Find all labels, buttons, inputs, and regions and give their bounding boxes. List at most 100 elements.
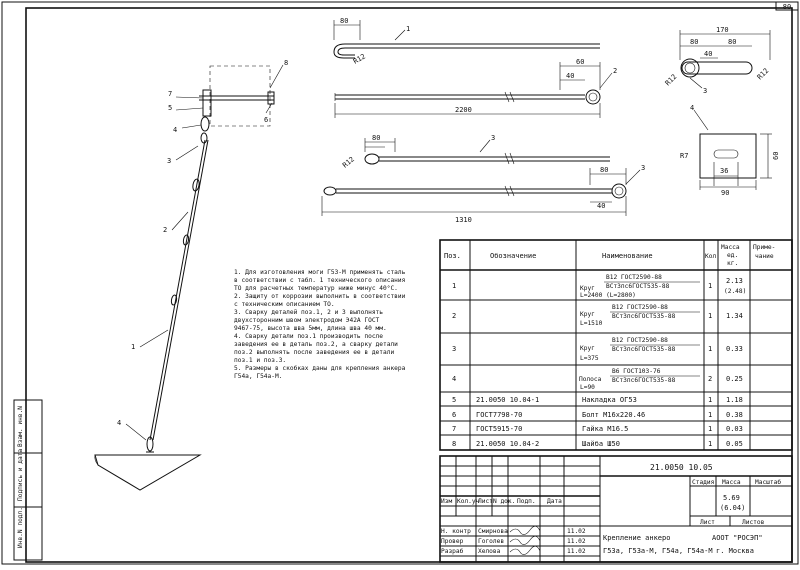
bom-row-2-sub: L=1510 xyxy=(580,320,603,327)
bom-row-8-mass: 0.05 xyxy=(726,440,743,448)
bom-row-5-designation: 21.0050 10.04-1 xyxy=(476,396,539,404)
part-2-view: 2200 60 40 2 xyxy=(334,58,617,118)
bom-row-1-qty: 1 xyxy=(708,282,712,290)
tb-col-doc: N док. xyxy=(493,498,515,505)
bom-row-4-pos: 4 xyxy=(452,375,456,383)
part-3-label-top: 3 xyxy=(491,134,495,142)
bom-row-5-pos: 5 xyxy=(452,396,456,404)
bom-row-6-mass: 0.38 xyxy=(726,411,743,419)
part-2-length: 2200 xyxy=(455,106,472,114)
part-1-label: 1 xyxy=(406,25,410,33)
assembly-label-7: 7 xyxy=(168,90,172,98)
org-city: г. Москва xyxy=(716,547,754,555)
eye-detail-view: 170 80 80 40 R12 R12 3 xyxy=(664,26,771,95)
part-3-dim-80: 80 xyxy=(600,166,608,174)
sheet-number: 80 xyxy=(783,3,791,11)
part-1-radius: R12 xyxy=(352,52,367,65)
note-line-8: 9467-75, высота шва 5мм, длина шва 40 мм… xyxy=(234,325,387,332)
stage-label: Стадия xyxy=(692,479,714,486)
note-line-3: ТО для расчетных температур ниже минус 4… xyxy=(234,284,398,292)
bom-header-note-2: чание xyxy=(755,253,774,260)
bom-header-note-1: Приме- xyxy=(753,244,775,251)
bom-row-3-sub: L=375 xyxy=(580,355,599,362)
note-line-10: заведения ее в деталь поз.2, а сварку де… xyxy=(234,341,398,348)
org-name: АООТ "РОСЭП" xyxy=(712,534,763,542)
bom-row-7-mass: 0.03 xyxy=(726,425,743,433)
bom-header-mass-2: ед. xyxy=(727,252,738,259)
signature-1 xyxy=(509,525,541,535)
sheets-label: Листов xyxy=(742,519,765,526)
sheet-label: Лист xyxy=(700,519,715,526)
tb-col-sign: Подп. xyxy=(517,498,536,505)
assembly-label-4-bottom: 4 xyxy=(117,419,121,427)
tb-role-norm: Н. контр xyxy=(441,528,471,535)
bom-header-mass-3: кг. xyxy=(727,260,738,267)
note-line-11: поз.2 выполнять после заведения ее в дет… xyxy=(234,349,394,356)
bom-row-7-qty: 1 xyxy=(708,425,712,433)
drawing-frame xyxy=(25,7,793,563)
bom-row-3-pos: 3 xyxy=(452,345,456,353)
bom-header-pos: Поз. xyxy=(444,252,461,260)
left-side-stamp: Инв.N подл. Подпись и дата Взам. инв.N xyxy=(13,399,43,561)
bom-row-4-prefix: Полоса xyxy=(579,376,602,383)
bom-row-1-prefix: Круг xyxy=(580,285,595,292)
assembly-view: 8 7 5 6 4 3 2 1 4 xyxy=(94,59,288,491)
mass-label: Масса xyxy=(722,479,741,486)
bom-row-5-qty: 1 xyxy=(708,396,712,404)
tb-date-1: 11.02 xyxy=(567,528,586,535)
eye-label: 3 xyxy=(703,87,707,95)
bom-row-3-top: В12 ГОСТ2590-88 xyxy=(612,337,668,344)
stamp-inventory: Инв.N подл. xyxy=(17,507,24,548)
tb-role-dev: Разраб xyxy=(441,547,464,555)
bom-header-name: Наименование xyxy=(602,252,653,260)
part-3-label-bottom: 3 xyxy=(641,164,645,172)
plate-dim-36: 36 xyxy=(720,167,728,175)
tb-role-check: Провер xyxy=(441,538,464,545)
tb-col-change: Изм xyxy=(441,498,452,505)
note-line-7: двухсторонним швом электродом Э42А ГОСТ xyxy=(234,317,380,324)
bom-row-1-top: В12 ГОСТ2590-88 xyxy=(606,274,662,281)
bom-row-2-bottom: ВСт3пс6ГОСТ535-88 xyxy=(612,313,676,320)
eye-dim-80-b: 80 xyxy=(728,38,736,46)
note-line-1: 1. Для изготовления моги Г53-М применять… xyxy=(234,269,406,276)
bom-row-8-name: Шайба Ш50 xyxy=(582,440,620,448)
bom-row-3-qty: 1 xyxy=(708,345,712,353)
part-2-label: 2 xyxy=(613,67,617,75)
bom-row-6-pos: 6 xyxy=(452,411,456,419)
assembly-label-8: 8 xyxy=(284,59,288,67)
bom-row-6-name: Болт М16х220.46 xyxy=(582,411,645,419)
plate-radius: R7 xyxy=(680,152,688,160)
note-line-13: 5. Размеры в скобках даны для крепления … xyxy=(234,364,406,372)
bom-row-1-mass-alt: (2.48) xyxy=(724,288,746,295)
bom-row-5-mass: 1.18 xyxy=(726,396,743,404)
bom-row-8-pos: 8 xyxy=(452,440,456,448)
title-block: Изм Кол.уч Лист N док. Подп. Дата Н. кон… xyxy=(439,455,793,563)
tb-col-date: Дата xyxy=(547,498,562,505)
bom-row-7-designation: ГОСТ5915-70 xyxy=(476,425,522,433)
assembly-label-4-top: 4 xyxy=(173,126,177,134)
bom-row-4-mass: 0.25 xyxy=(726,375,743,383)
drawing-title-2: Г53а, Г53а-М, Г54а, Г54а-М xyxy=(603,547,713,555)
stamp-replacement: Взам. инв.N xyxy=(17,406,24,447)
tb-col-sheet: Лист xyxy=(478,498,493,505)
bom-row-1-bottom: ВСт3пс6ГОСТ535-88 xyxy=(606,283,670,290)
part-2-dim-40: 40 xyxy=(566,72,574,80)
bom-row-2-prefix: Круг xyxy=(580,311,595,318)
note-line-4: 2. Защиту от коррозии выполнить в соотве… xyxy=(234,293,406,300)
bom-row-2-mass: 1.34 xyxy=(726,312,743,320)
plate-label: 4 xyxy=(690,104,694,112)
signature-3 xyxy=(509,545,541,555)
eye-radius-right: R12 xyxy=(756,67,771,82)
part-1-dim-80: 80 xyxy=(340,17,348,25)
tb-name-norm: Смирнова xyxy=(478,528,508,535)
sheet-number-box: 80 xyxy=(775,1,799,11)
assembly-label-3: 3 xyxy=(167,157,171,165)
bom-row-4-sub: L=90 xyxy=(580,384,595,391)
bom-row-1-mass: 2.13 xyxy=(726,277,743,285)
part-1-view: 80 R12 1 xyxy=(333,17,600,66)
eye-dim-40: 40 xyxy=(704,50,712,58)
bom-row-2-qty: 1 xyxy=(708,312,712,320)
bom-row-3-prefix: Круг xyxy=(580,345,595,352)
eye-dim-80-a: 80 xyxy=(690,38,698,46)
